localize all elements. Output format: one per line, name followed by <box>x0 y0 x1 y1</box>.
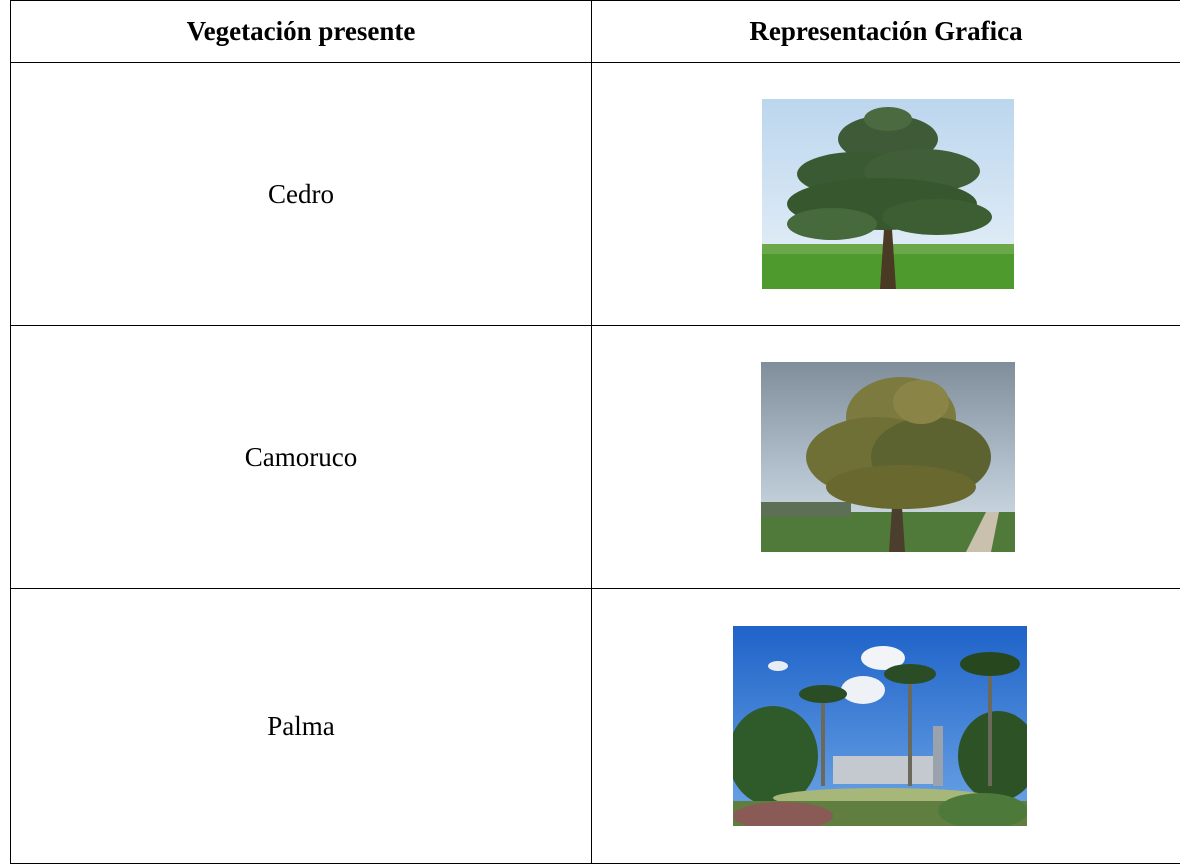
vegetation-name: Cedro <box>10 62 592 326</box>
graphic-cell <box>591 325 1180 589</box>
vegetation-name: Palma <box>10 588 592 864</box>
palm-trees-photo <box>733 626 1027 826</box>
header-vegetation: Vegetación presente <box>10 0 592 63</box>
header-row: Vegetación presente Representación Grafi… <box>10 0 1180 63</box>
table-row: Palma <box>10 588 1180 864</box>
cedar-tree-photo <box>762 99 1014 289</box>
camoruco-tree-photo <box>761 362 1015 552</box>
header-graphic-representation: Representación Grafica <box>591 0 1180 63</box>
table-row: Camoruco <box>10 325 1180 589</box>
graphic-cell <box>591 588 1180 864</box>
graphic-cell <box>591 62 1180 326</box>
vegetation-name: Camoruco <box>10 325 592 589</box>
table-row: Cedro <box>10 62 1180 326</box>
vegetation-table: Vegetación presente Representación Grafi… <box>10 0 1180 864</box>
